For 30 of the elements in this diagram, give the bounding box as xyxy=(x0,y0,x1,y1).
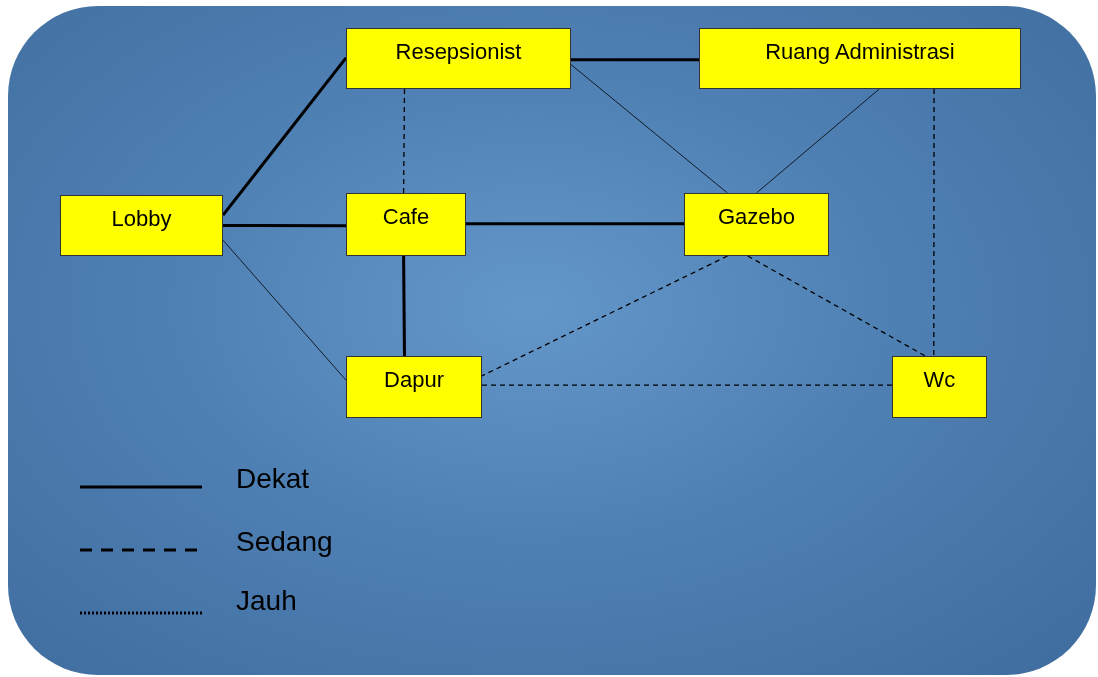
location-name: Lobby xyxy=(111,206,172,232)
connector-line xyxy=(481,255,729,377)
connector-line xyxy=(222,239,347,381)
location-box xyxy=(60,195,223,256)
connector-line xyxy=(223,224,346,228)
location-box xyxy=(699,28,1021,89)
location-name: Gazebo xyxy=(717,204,796,230)
legend-text: Jauh xyxy=(236,585,297,617)
legend-text: Sedang xyxy=(236,526,333,558)
location-box xyxy=(346,356,482,418)
location-box xyxy=(346,193,466,256)
location-box xyxy=(684,193,829,256)
connector-line xyxy=(221,56,348,217)
connector-line xyxy=(402,88,406,194)
location-name: Wc xyxy=(923,367,956,393)
connector-line xyxy=(570,64,728,194)
location-name: Ruang Administrasi xyxy=(765,39,955,65)
legend-text: Dekat xyxy=(236,463,310,495)
connector-line xyxy=(466,222,684,226)
location-name: Cafe xyxy=(382,204,430,230)
connector-line xyxy=(571,58,699,62)
connector-line xyxy=(402,256,406,356)
location-name: Resepsionist xyxy=(395,39,522,65)
connector-line xyxy=(756,88,880,194)
location-box xyxy=(892,356,987,418)
connector-line xyxy=(747,255,926,357)
location-name: Dapur xyxy=(384,367,444,393)
connector-line xyxy=(481,384,893,386)
location-box xyxy=(346,28,571,89)
connector-line xyxy=(933,88,935,357)
